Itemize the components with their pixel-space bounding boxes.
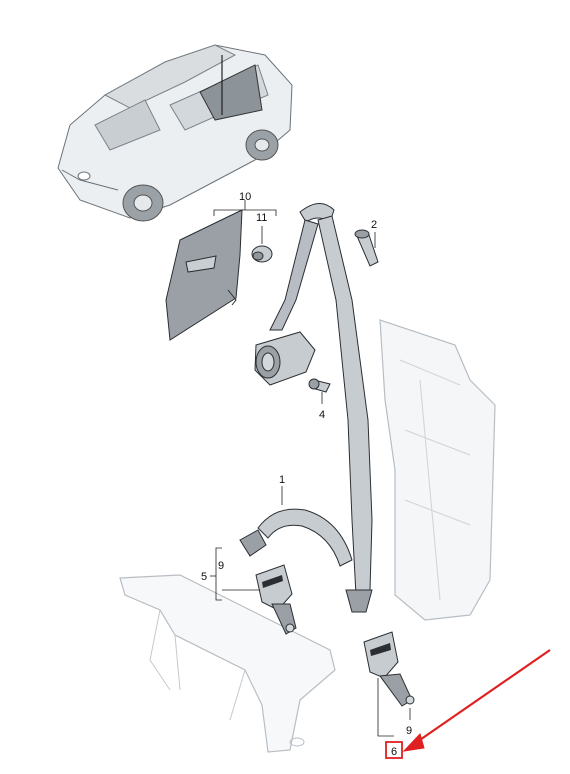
belt-buckle-right bbox=[363, 631, 415, 707]
seat-frame bbox=[119, 574, 336, 753]
cover-cap bbox=[251, 245, 273, 263]
callout-9-right: 9 bbox=[406, 725, 412, 737]
highlight-box bbox=[385, 741, 403, 759]
vehicle-overview bbox=[57, 44, 293, 222]
callout-4: 4 bbox=[319, 409, 325, 421]
belt-buckle-left bbox=[255, 564, 297, 635]
callout-labels: 10 11 2 4 1 9 5 9 6 bbox=[201, 191, 412, 758]
leader-lines bbox=[210, 200, 411, 737]
callout-2: 2 bbox=[371, 219, 377, 231]
callout-10: 10 bbox=[239, 191, 251, 203]
seat-belt-assembly bbox=[239, 203, 373, 613]
callout-1: 1 bbox=[279, 474, 285, 486]
pointer-arrow bbox=[402, 649, 551, 752]
callout-11: 11 bbox=[256, 212, 267, 224]
bolt-retractor bbox=[308, 378, 331, 393]
callout-5: 5 bbox=[201, 571, 207, 583]
bolt-upper bbox=[354, 229, 379, 267]
pillar-trim-panel bbox=[165, 209, 243, 341]
callout-9-left: 9 bbox=[218, 560, 224, 572]
callout-6: 6 bbox=[391, 746, 397, 758]
seat-backrest bbox=[379, 319, 496, 621]
